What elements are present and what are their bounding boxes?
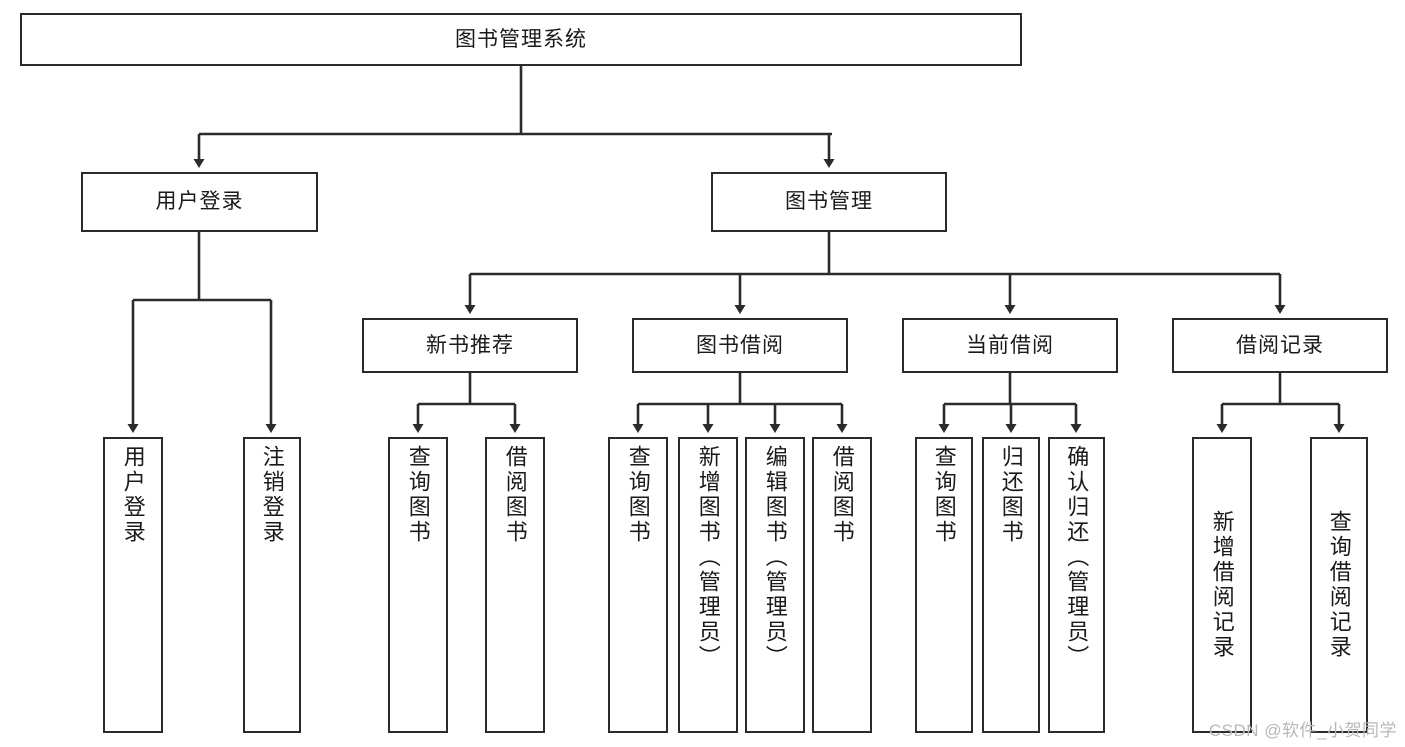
leaf-query-books-current[interactable]: 查询图书 <box>915 437 973 733</box>
node-root[interactable]: 图书管理系统 <box>20 13 1022 66</box>
leaf-query-borrow-record-label: 查询借阅记录 <box>1326 510 1352 660</box>
leaf-add-borrow-record[interactable]: 新增借阅记录 <box>1192 437 1252 733</box>
watermark-text: CSDN @软件_小贺同学 <box>1208 721 1397 740</box>
node-book-borrow[interactable]: 图书借阅 <box>632 318 848 373</box>
node-user-login-label: 用户登录 <box>155 190 244 214</box>
leaf-logout-label: 注销登录 <box>259 445 285 545</box>
leaf-query-books-newbook-label: 查询图书 <box>405 445 431 545</box>
leaf-return-books[interactable]: 归还图书 <box>982 437 1040 733</box>
leaf-return-books-label: 归还图书 <box>998 445 1024 545</box>
node-new-book-recommend[interactable]: 新书推荐 <box>362 318 578 373</box>
leaf-user-login[interactable]: 用户登录 <box>103 437 163 733</box>
leaf-query-books-borrow-label: 查询图书 <box>625 445 651 545</box>
leaf-borrow-books-borrow[interactable]: 借阅图书 <box>812 437 872 733</box>
node-borrow-records-label: 借阅记录 <box>1236 333 1324 357</box>
node-user-login[interactable]: 用户登录 <box>81 172 318 232</box>
node-current-borrow-label: 当前借阅 <box>966 333 1054 357</box>
node-book-borrow-label: 图书借阅 <box>696 333 784 357</box>
leaf-edit-book-admin[interactable]: 编辑图书（管理员） <box>745 437 805 733</box>
node-borrow-records[interactable]: 借阅记录 <box>1172 318 1388 373</box>
node-root-label: 图书管理系统 <box>455 27 587 51</box>
leaf-edit-book-admin-label: 编辑图书（管理员） <box>762 445 788 670</box>
leaf-confirm-return-admin[interactable]: 确认归还（管理员） <box>1048 437 1105 733</box>
leaf-query-books-borrow[interactable]: 查询图书 <box>608 437 668 733</box>
leaf-query-books-newbook[interactable]: 查询图书 <box>388 437 448 733</box>
node-new-book-recommend-label: 新书推荐 <box>426 333 514 357</box>
leaf-logout[interactable]: 注销登录 <box>243 437 301 733</box>
node-current-borrow[interactable]: 当前借阅 <box>902 318 1118 373</box>
leaf-add-book-admin[interactable]: 新增图书（管理员） <box>678 437 738 733</box>
leaf-confirm-return-admin-label: 确认归还（管理员） <box>1064 445 1090 670</box>
leaf-user-login-label: 用户登录 <box>120 445 146 545</box>
leaf-query-borrow-record[interactable]: 查询借阅记录 <box>1310 437 1368 733</box>
leaf-query-books-current-label: 查询图书 <box>931 445 957 545</box>
leaf-borrow-books-newbook-label: 借阅图书 <box>502 445 528 545</box>
leaf-borrow-books-borrow-label: 借阅图书 <box>829 445 855 545</box>
leaf-borrow-books-newbook[interactable]: 借阅图书 <box>485 437 545 733</box>
leaf-add-book-admin-label: 新增图书（管理员） <box>695 445 721 670</box>
node-book-management-label: 图书管理 <box>785 190 873 214</box>
node-book-management[interactable]: 图书管理 <box>711 172 947 232</box>
leaf-add-borrow-record-label: 新增借阅记录 <box>1209 510 1235 660</box>
